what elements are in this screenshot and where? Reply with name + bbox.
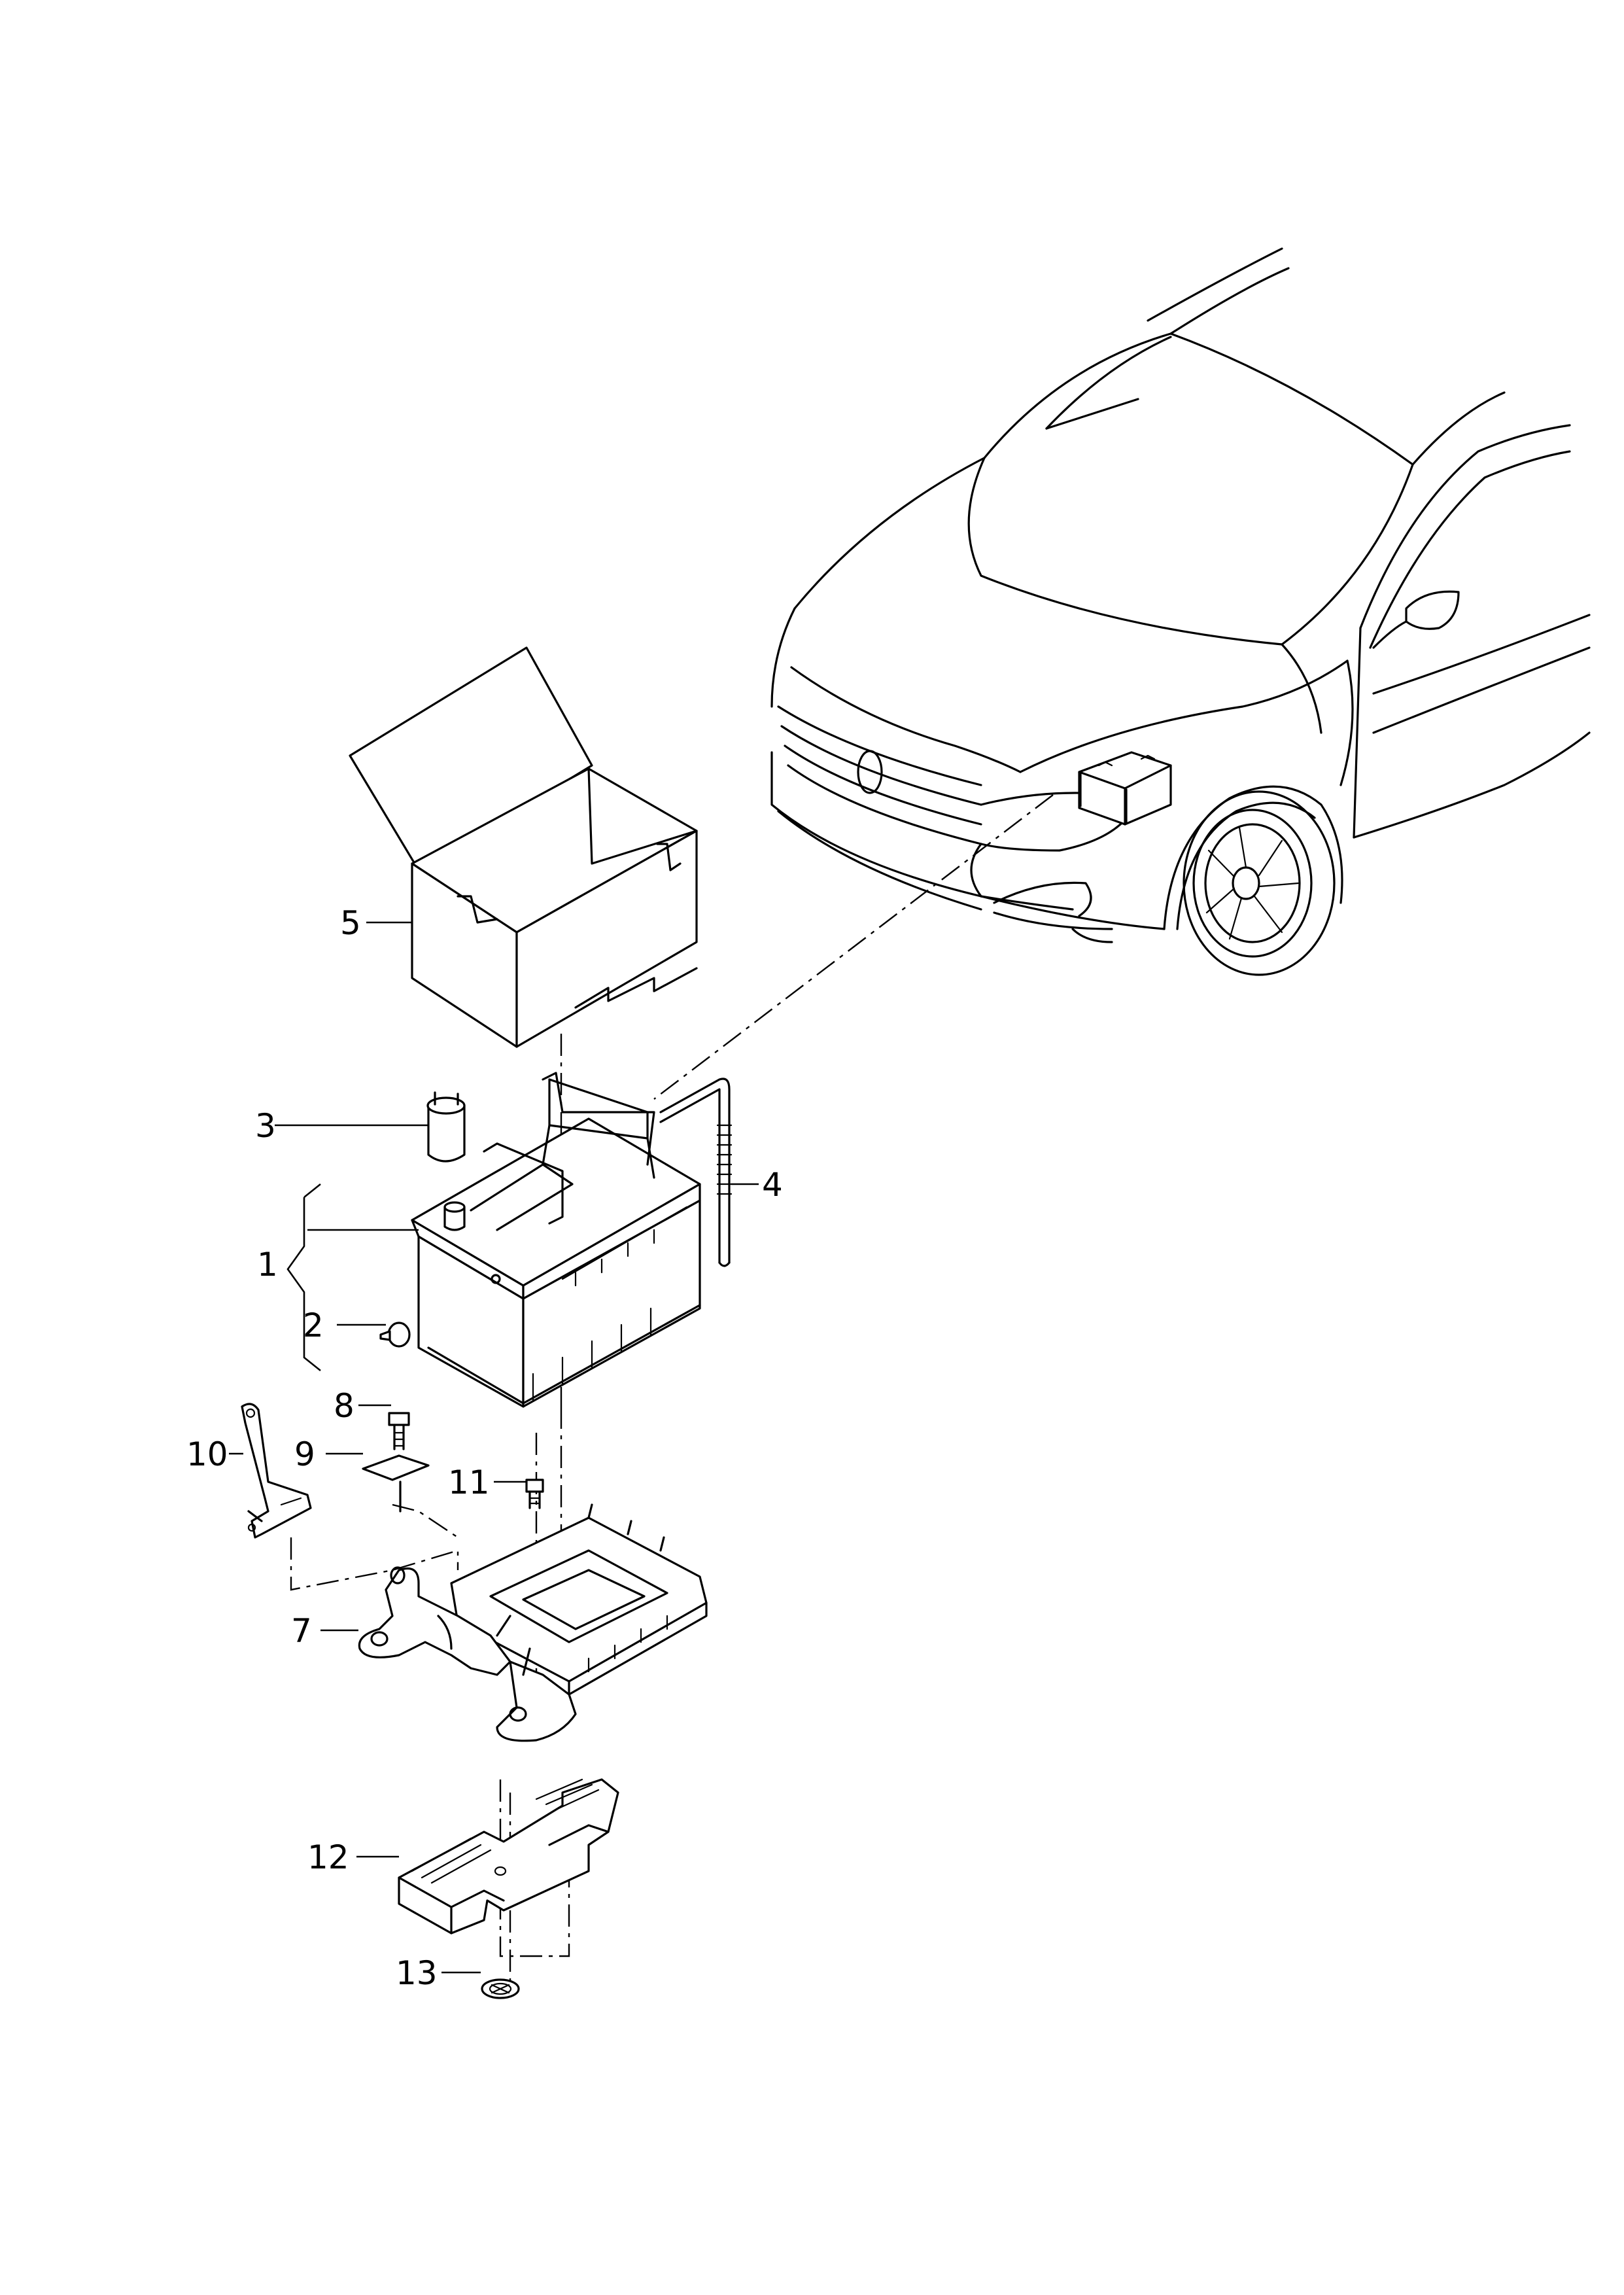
bolt-11 bbox=[525, 1479, 544, 1509]
battery-cover-box bbox=[349, 646, 698, 1048]
callout-12: 12 bbox=[307, 1838, 349, 1876]
vent-plug bbox=[379, 1322, 411, 1348]
battery-tray bbox=[358, 1503, 708, 1742]
callout-9: 9 bbox=[294, 1435, 315, 1473]
insulation-pad bbox=[398, 1778, 619, 1935]
callout-5: 5 bbox=[340, 904, 361, 942]
callout-1: 1 bbox=[257, 1246, 278, 1284]
assembly-lines bbox=[290, 794, 1054, 1989]
callout-7: 7 bbox=[291, 1612, 312, 1650]
callout-10: 10 bbox=[186, 1435, 228, 1473]
callout-11: 11 bbox=[448, 1463, 490, 1501]
leader-lines bbox=[229, 921, 759, 1974]
terminal-cap bbox=[426, 1091, 466, 1163]
callout-labels: 5 3 4 1 2 8 9 10 11 7 12 13 bbox=[186, 904, 783, 1992]
battery bbox=[411, 1072, 701, 1408]
callout-2: 2 bbox=[303, 1306, 324, 1344]
callout-8: 8 bbox=[334, 1387, 354, 1425]
hold-down-bracket bbox=[241, 1403, 312, 1539]
callout-13: 13 bbox=[396, 1954, 438, 1992]
clamp-plate bbox=[362, 1454, 430, 1513]
grommet bbox=[481, 1978, 520, 1999]
bolt-8 bbox=[388, 1412, 410, 1450]
car-illustration bbox=[770, 247, 1591, 976]
callout-3: 3 bbox=[255, 1107, 276, 1145]
vent-hose bbox=[659, 1077, 733, 1267]
callout-4: 4 bbox=[762, 1166, 783, 1204]
